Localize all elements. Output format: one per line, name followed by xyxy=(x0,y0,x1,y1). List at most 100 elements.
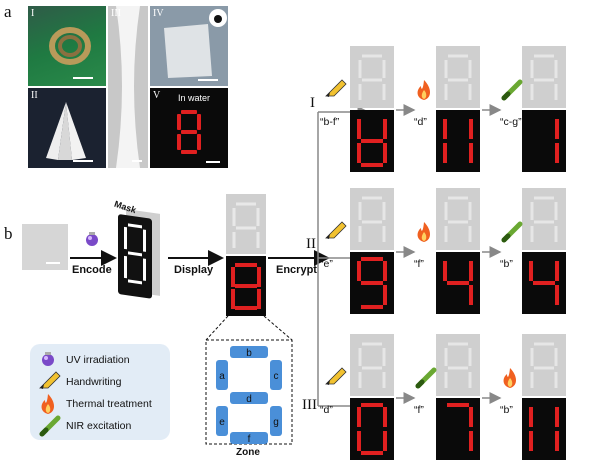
lit-segment-d-r2-c2 xyxy=(447,281,469,285)
lit-segment-d-r2-c1 xyxy=(361,281,383,285)
lit-segment-b-r2-c3 xyxy=(555,261,559,281)
zone-segment-letters: b a c d e g f xyxy=(219,348,279,445)
film-pattern-r1-c1 xyxy=(358,54,386,100)
operation-label-r3-c2: “f” xyxy=(414,404,424,416)
rolled-film-graphic xyxy=(49,27,93,79)
lit-segment-b-r3-c2 xyxy=(469,407,473,427)
nir-pen-icon xyxy=(39,415,61,437)
stretched-strip-graphic xyxy=(116,6,142,168)
zone-title: Zone xyxy=(236,447,260,458)
operation-label-r2-c3: “b” xyxy=(500,258,513,270)
lit-segment-g-r3-c1 xyxy=(361,451,383,455)
lit-segment-c-r2-c2 xyxy=(469,285,473,305)
lit-segment-g-r1-c1 xyxy=(361,163,383,167)
film-pattern-r3-c1 xyxy=(358,342,386,388)
lit-segment-c-r2-c1 xyxy=(383,285,387,305)
film-pattern-r2-c2 xyxy=(444,196,472,242)
photo-rolled-film: I xyxy=(28,6,106,86)
blank-film xyxy=(22,224,68,270)
lit-segment-d-r1-c1 xyxy=(361,139,383,143)
row-numeral-i: I xyxy=(310,95,315,111)
zone-letter-a: a xyxy=(219,371,225,382)
photo-film-sheet: IV xyxy=(150,6,228,86)
lit-segment-c-r1-c2 xyxy=(469,143,473,163)
film-pattern-r2-c3 xyxy=(530,196,558,242)
lit-segment-b-r1-c1 xyxy=(383,119,387,139)
film-pattern-r2-c1 xyxy=(358,196,386,242)
flame-icon-r2-c2 xyxy=(417,222,430,242)
uv-bulb-icon xyxy=(42,352,54,366)
lit-segment-f-r1-c1 xyxy=(357,119,361,139)
operation-label-r2-c2: “f” xyxy=(414,258,424,270)
operation-label-r3-c1: “d” xyxy=(320,404,333,416)
lit-segment-c-r3-c3 xyxy=(555,431,559,451)
lit-segment-a-r3-c2 xyxy=(447,403,469,407)
display-digit-eight xyxy=(231,263,261,310)
film-pattern-r1-c3 xyxy=(530,54,558,100)
pen-icon-r2-c1 xyxy=(325,221,347,239)
nir-icon-r1-c3 xyxy=(501,79,523,101)
pen-icon-r1-c1 xyxy=(325,79,347,97)
photo-underwater-display: V In water xyxy=(150,88,228,168)
operation-label-r1-c1: “b-f” xyxy=(320,116,340,128)
uv-bulb-icon-encode xyxy=(86,232,98,246)
lit-segment-g-r2-c1 xyxy=(361,305,383,309)
lit-segment-c-r1-c3 xyxy=(555,143,559,163)
zone-letter-c: c xyxy=(274,371,279,382)
lit-segment-c-r1-c1 xyxy=(383,143,387,163)
lit-segment-e-r3-c1 xyxy=(357,431,361,451)
step-encode: Encode xyxy=(72,264,112,276)
legend-label-4: NIR excitation xyxy=(66,420,132,432)
legend-label-1: UV irradiation xyxy=(66,354,130,366)
subpanel-label-v: V xyxy=(153,90,161,101)
operation-label-r3-c3: “b” xyxy=(500,404,513,416)
film-sheet-graphic xyxy=(164,9,227,81)
legend-label-3: Thermal treatment xyxy=(66,398,152,410)
row-numeral-iii: III xyxy=(302,397,317,413)
zone-segments xyxy=(216,346,282,444)
flame-icon xyxy=(41,394,54,414)
lit-segment-b-r2-c2 xyxy=(469,261,473,281)
subpanel-label-i: I xyxy=(31,8,35,19)
lit-segment-f-r2-c1 xyxy=(357,261,361,281)
lit-segment-f-r3-c3 xyxy=(529,407,533,427)
operation-label-r1-c2: “d” xyxy=(414,116,427,128)
film-pattern-r3-c3 xyxy=(530,342,558,388)
flame-icon-r1-c2 xyxy=(417,80,430,100)
lit-segment-c-r2-c3 xyxy=(555,285,559,305)
film-pattern-r1-c2 xyxy=(444,54,472,100)
zone-letter-e: e xyxy=(219,417,225,428)
lit-segment-f-r1-c2 xyxy=(443,119,447,139)
nir-icon-r3-c2 xyxy=(415,367,437,389)
lit-segment-e-r1-c1 xyxy=(357,143,361,163)
zone-letter-g: g xyxy=(273,417,279,428)
subpanel-label-iii: III xyxy=(111,8,121,19)
pen-icon-r3-c1 xyxy=(325,367,347,385)
photo-stretched-strip: III xyxy=(108,6,148,168)
legend-label-2: Handwriting xyxy=(66,376,122,388)
lit-segment-f-r2-c3 xyxy=(529,261,533,281)
film-pattern-r3-c2 xyxy=(444,342,472,388)
subpanel-label-iv: IV xyxy=(153,8,164,19)
lit-segment-f-r2-c2 xyxy=(443,261,447,281)
lit-segment-a-r3-c1 xyxy=(361,403,383,407)
lit-segment-b-r1-c2 xyxy=(469,119,473,139)
lit-segment-e-r3-c3 xyxy=(529,431,533,451)
lit-segment-b-r1-c3 xyxy=(555,119,559,139)
folded-cones-graphic xyxy=(46,102,93,162)
flame-icon-r3-c3 xyxy=(503,368,516,388)
lit-segment-b-r2-c1 xyxy=(383,261,387,281)
step-display: Display xyxy=(174,264,214,276)
lit-segment-b-r3-c3 xyxy=(555,407,559,427)
lit-segment-e-r1-c2 xyxy=(443,143,447,163)
photo-folded-cones: II xyxy=(28,88,106,168)
mask-stencil xyxy=(118,209,160,299)
water-digit-eight xyxy=(177,110,220,163)
in-water-label: In water xyxy=(178,93,211,103)
row-numeral-ii: II xyxy=(306,236,316,252)
step-encrypt: Encrypt xyxy=(276,264,317,276)
lit-segment-f-r3-c1 xyxy=(357,407,361,427)
